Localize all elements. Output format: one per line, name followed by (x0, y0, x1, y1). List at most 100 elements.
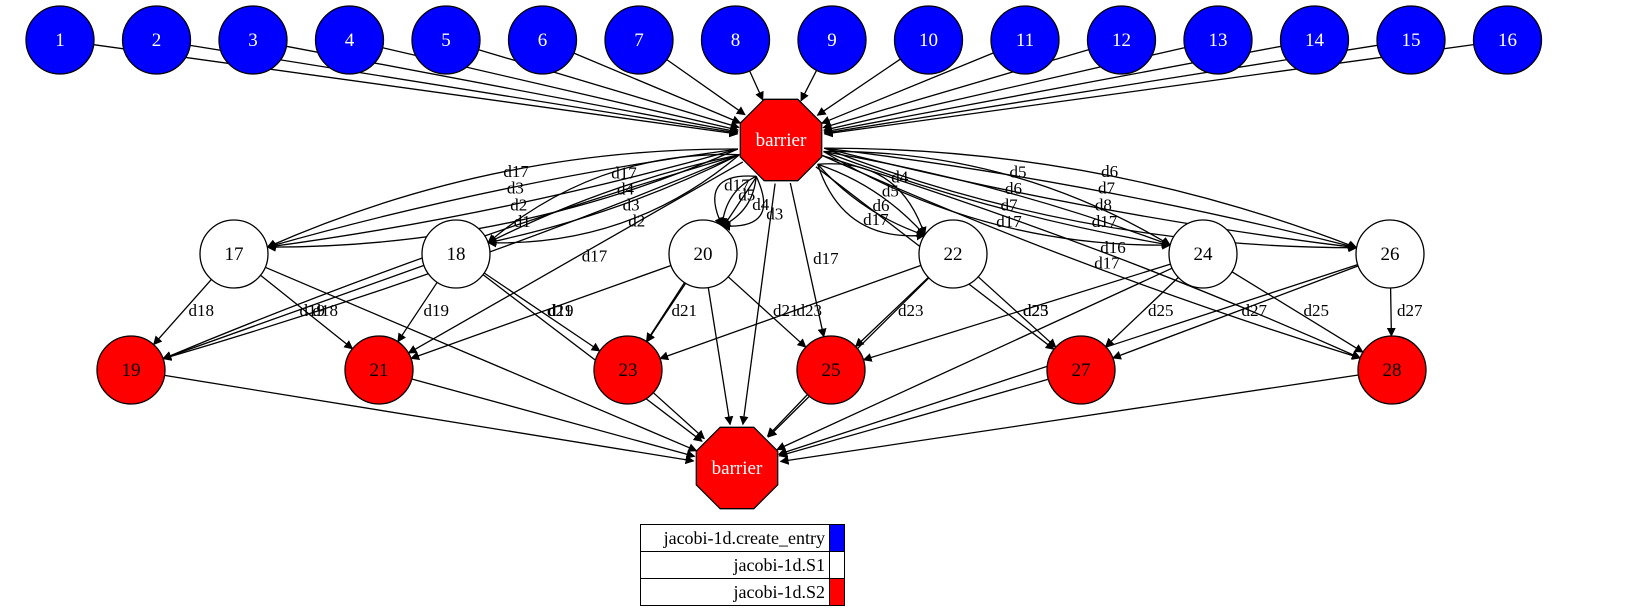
edge-label: d21 (547, 301, 573, 320)
edge: d8 (824, 147, 1358, 252)
node-label: 3 (248, 30, 258, 51)
node-16: 16 (1472, 5, 1543, 75)
node-circle (199, 219, 269, 289)
edge: d17 (823, 147, 1358, 253)
node-18: 18 (421, 219, 491, 289)
node-26: 26 (1355, 219, 1425, 289)
node-circle (990, 5, 1060, 75)
node-circle (1046, 335, 1116, 405)
node-label: 25 (822, 360, 841, 381)
node-label: 1 (55, 30, 65, 51)
edge-path (821, 154, 1362, 360)
edge-label: d27 (1242, 301, 1268, 320)
edge (573, 52, 742, 125)
edge: d17 (487, 153, 740, 244)
edge-path (1231, 271, 1364, 353)
node-label: 21 (370, 360, 389, 381)
node-17: 17 (199, 219, 269, 289)
edge-path (823, 147, 1358, 253)
edge (749, 70, 764, 101)
edge (265, 266, 698, 452)
node-label: 18 (447, 244, 466, 265)
node-circle (918, 219, 988, 289)
edge-label: d17 (611, 164, 637, 183)
edge: d18 (153, 278, 214, 346)
edge-path (862, 263, 1171, 362)
node-circle (507, 5, 578, 75)
edge-path (397, 281, 438, 343)
node-2: 2 (121, 5, 192, 75)
edge-path (487, 154, 740, 248)
edge-label: d1 (514, 212, 531, 231)
node-circle (700, 5, 771, 75)
node-label: barrier (712, 458, 763, 479)
node-circle (25, 5, 95, 75)
edge-label: d2 (510, 195, 527, 214)
legend-label: jacobi-1d.create_entry (640, 524, 830, 552)
node-label: 14 (1305, 30, 1325, 51)
edge-path (766, 394, 808, 437)
edge: d4 (721, 176, 770, 227)
edge: d25 (862, 263, 1171, 362)
node-3: 3 (218, 5, 288, 75)
edge-path (266, 148, 738, 248)
legend: jacobi-1d.create_entry jacobi-1d.S1 jaco… (640, 524, 845, 606)
edge: d6 (824, 147, 1358, 249)
legend-row: jacobi-1d.S2 (640, 578, 845, 606)
edge: d17 (266, 148, 738, 248)
node-circle (314, 5, 385, 75)
edge-path (822, 154, 1362, 359)
node-label: 7 (634, 30, 644, 51)
edge-path (1386, 287, 1396, 337)
node-5: 5 (411, 5, 481, 75)
node-circle (1279, 5, 1350, 75)
edge-path (817, 163, 927, 237)
edge-label: d16 (1100, 238, 1126, 257)
node-21: 21 (344, 335, 414, 405)
node-label: 12 (1112, 30, 1131, 51)
edge-path (824, 147, 1358, 251)
edge (411, 378, 696, 459)
edge-path (162, 264, 425, 361)
edge-path (727, 276, 807, 348)
edge: d21 (410, 264, 672, 361)
edge-label: d7 (1001, 196, 1019, 215)
edge-path (1104, 276, 1179, 348)
node-circle (344, 335, 414, 405)
edge: d27 (1111, 265, 1359, 360)
legend-row: jacobi-1d.S1 (640, 551, 845, 579)
edge (776, 267, 1173, 451)
node-circle (1086, 5, 1157, 75)
edge-path (164, 374, 695, 465)
edge: d2 (487, 154, 740, 248)
edge-path (824, 147, 1358, 249)
node-27: 27 (1046, 335, 1116, 405)
node-label: 11 (1016, 30, 1034, 51)
node-label: 24 (1194, 244, 1214, 265)
node-label: 23 (619, 360, 638, 381)
edge: d5 (718, 175, 757, 227)
node-circle (796, 335, 866, 405)
node-14: 14 (1279, 5, 1350, 75)
edge-path (645, 282, 686, 343)
node-circle (1357, 335, 1427, 405)
edge-path (749, 70, 764, 101)
edge-label: d7 (1098, 179, 1116, 198)
edge (816, 58, 901, 116)
edge-label: d17 (1092, 212, 1118, 231)
edge: d19 (397, 281, 450, 343)
edge-label: d23 (797, 301, 823, 320)
edge-label: d17 (503, 162, 529, 181)
node-11: 11 (990, 5, 1060, 75)
edge-label: d21 (672, 301, 698, 320)
edge-label: d17 (1094, 254, 1120, 273)
edge-label: d19 (424, 301, 450, 320)
node-circle (1472, 5, 1543, 75)
edge-label: d8 (1095, 195, 1112, 214)
node-13: 13 (1183, 5, 1253, 75)
node-4: 4 (314, 5, 385, 75)
node-25: 25 (796, 335, 866, 405)
node-circle (96, 335, 166, 405)
